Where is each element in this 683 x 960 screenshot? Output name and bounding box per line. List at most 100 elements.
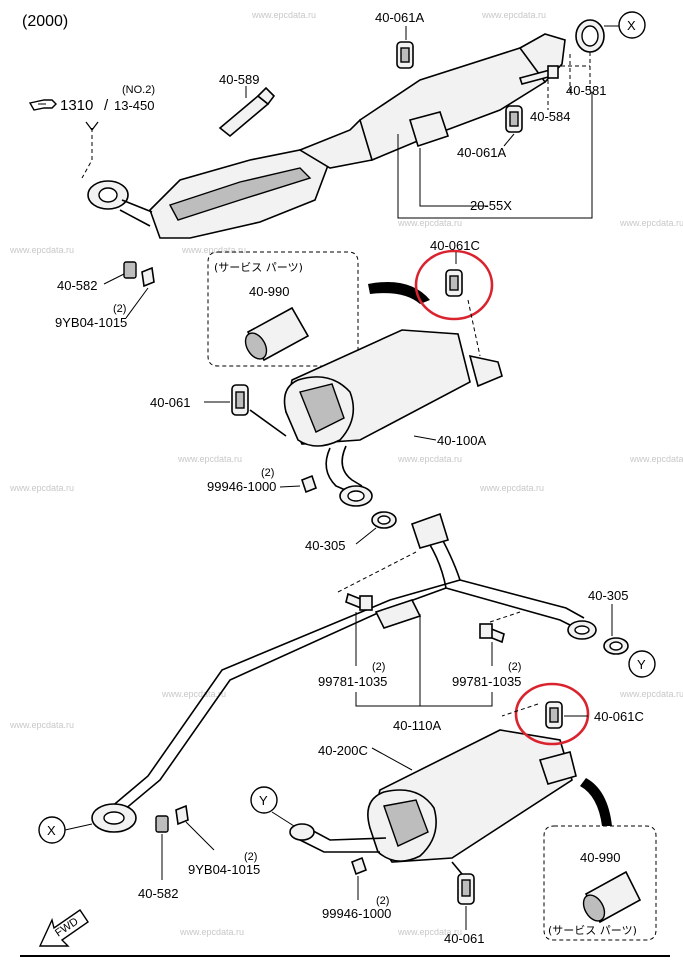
hanger-rod [451, 861, 463, 875]
leader-line [503, 133, 515, 147]
gasket-part[interactable] [371, 511, 397, 529]
rubber-hanger-part[interactable] [545, 701, 563, 729]
service-parts-box-bottom: (サービス パーツ) [543, 825, 657, 941]
sleeve-part[interactable] [241, 306, 310, 363]
hanger-rod [249, 409, 287, 437]
part-label-40-582[interactable]: 40-582 [138, 886, 178, 901]
watermark: www.epcdata.ru [479, 483, 544, 493]
part-label-40-110A[interactable]: 40-110A [393, 718, 442, 733]
arrow-icon [85, 121, 99, 131]
stud-part[interactable] [123, 261, 155, 288]
part-label-99946-1000[interactable]: 99946-1000 [207, 479, 276, 494]
stud-part[interactable] [155, 804, 189, 833]
service-parts-label: (サービス パーツ) [548, 924, 637, 937]
watermark: www.epcdata.ru [9, 720, 74, 730]
leader-line [125, 287, 149, 319]
quantity-label: (2) [244, 851, 257, 863]
bracket-line [397, 92, 593, 219]
fwd-arrow-icon: FWD [38, 909, 89, 947]
watermark: www.epcdata.ru [181, 245, 246, 255]
rubber-mount-part[interactable] [505, 105, 523, 133]
rubber-mount-part[interactable] [396, 41, 414, 69]
quantity-label: (2) [372, 661, 385, 673]
leader-line [103, 273, 125, 285]
leader-line [271, 811, 295, 827]
bolt-part[interactable] [345, 592, 373, 612]
watermark: www.epcdata.ru [9, 245, 74, 255]
sleeve-part[interactable] [579, 870, 642, 925]
leader-line [355, 527, 377, 545]
leader-line [371, 747, 413, 771]
part-label-40-061A[interactable]: 40-061A [457, 145, 506, 160]
connector-y-label: Y [259, 793, 268, 808]
connector-y-right[interactable]: Y [628, 650, 656, 678]
reference-separator: / [104, 97, 109, 114]
grease-tube-part[interactable] [218, 86, 276, 138]
part-label-40-100A[interactable]: 40-100A [437, 433, 486, 448]
part-label-40-581[interactable]: 40-581 [566, 83, 606, 98]
leader-line [64, 823, 93, 831]
watermark: www.epcdata.ru [619, 689, 683, 699]
quantity-label: (2) [376, 895, 389, 907]
part-label-20-55X[interactable]: 20-55X [470, 198, 512, 213]
part-label-40-589[interactable]: 40-589 [219, 72, 259, 87]
reference-leader [81, 128, 93, 179]
part-label-40-200C[interactable]: 40-200C [318, 743, 368, 758]
part-label-99946-1000[interactable]: 99946-1000 [322, 906, 391, 921]
reference-page[interactable]: 13-450 [114, 98, 154, 113]
part-label-99781-1035[interactable]: 99781-1035 [318, 674, 387, 689]
connector-x-top[interactable]: X [618, 11, 646, 39]
gasket-part[interactable] [603, 637, 629, 655]
watermark: www.epcdata.ru [177, 454, 242, 464]
watermark: www.epcdata.ru [161, 689, 226, 699]
leader-line [467, 299, 481, 357]
connector-y-bottom[interactable]: Y [250, 786, 278, 814]
rear-muffler-assembly [289, 729, 577, 863]
connector-x-bottom[interactable]: X [38, 816, 66, 844]
part-label-99781-1035[interactable]: 99781-1035 [452, 674, 521, 689]
reference-note: (NO.2) [122, 84, 155, 96]
part-labels: 40-061A 40-589 40-581 40-584 40-061A 20-… [55, 10, 644, 946]
part-label-40-305[interactable]: 40-305 [588, 588, 628, 603]
nut-part[interactable] [351, 856, 367, 876]
bolt-part[interactable] [518, 65, 559, 85]
part-label-40-584[interactable]: 40-584 [530, 109, 570, 124]
part-label-40-061C[interactable]: 40-061C [430, 238, 480, 253]
diagram-year: (2000) [22, 13, 68, 30]
part-label-40-061C[interactable]: 40-061C [594, 709, 644, 724]
connector-y-label: Y [637, 657, 646, 672]
highlight-circle [514, 682, 590, 746]
part-label-40-305[interactable]: 40-305 [305, 538, 345, 553]
arrow-icon [580, 778, 612, 826]
main-muffler-assembly [283, 329, 503, 507]
part-label-40-061[interactable]: 40-061 [444, 931, 484, 946]
arrow-icon [368, 282, 430, 304]
watermark: www.epcdata.ru [179, 927, 244, 937]
leader-line [554, 52, 591, 92]
bolt-part[interactable] [479, 623, 505, 644]
gasket-part[interactable] [575, 19, 605, 53]
part-label-40-061[interactable]: 40-061 [150, 395, 190, 410]
leader-line [279, 485, 301, 488]
intermediate-pipe-assembly [91, 512, 597, 833]
part-label-40-990[interactable]: 40-990 [249, 284, 289, 299]
rubber-mount-part[interactable] [457, 873, 475, 905]
part-label-9YB04-1015[interactable]: 9YB04-1015 [55, 315, 127, 330]
part-label-40-061A[interactable]: 40-061A [375, 10, 424, 25]
watermarks: www.epcdata.ru www.epcdata.ru www.epcdat… [9, 10, 683, 937]
leader-line [185, 821, 215, 851]
nut-part[interactable] [301, 474, 317, 494]
part-label-40-582[interactable]: 40-582 [57, 278, 97, 293]
bracket-line [419, 148, 488, 207]
rubber-hanger-part[interactable] [445, 269, 463, 297]
pointing-hand-icon [28, 99, 57, 111]
connector-x-label: X [627, 18, 636, 33]
rubber-mount-part[interactable] [231, 384, 249, 416]
part-label-9YB04-1015[interactable]: 9YB04-1015 [188, 862, 260, 877]
leader-line [413, 435, 437, 441]
part-label-40-990[interactable]: 40-990 [580, 850, 620, 865]
reference-link[interactable]: 1310 / 13-450 (NO.2) [28, 84, 155, 114]
reference-number[interactable]: 1310 [60, 97, 93, 114]
